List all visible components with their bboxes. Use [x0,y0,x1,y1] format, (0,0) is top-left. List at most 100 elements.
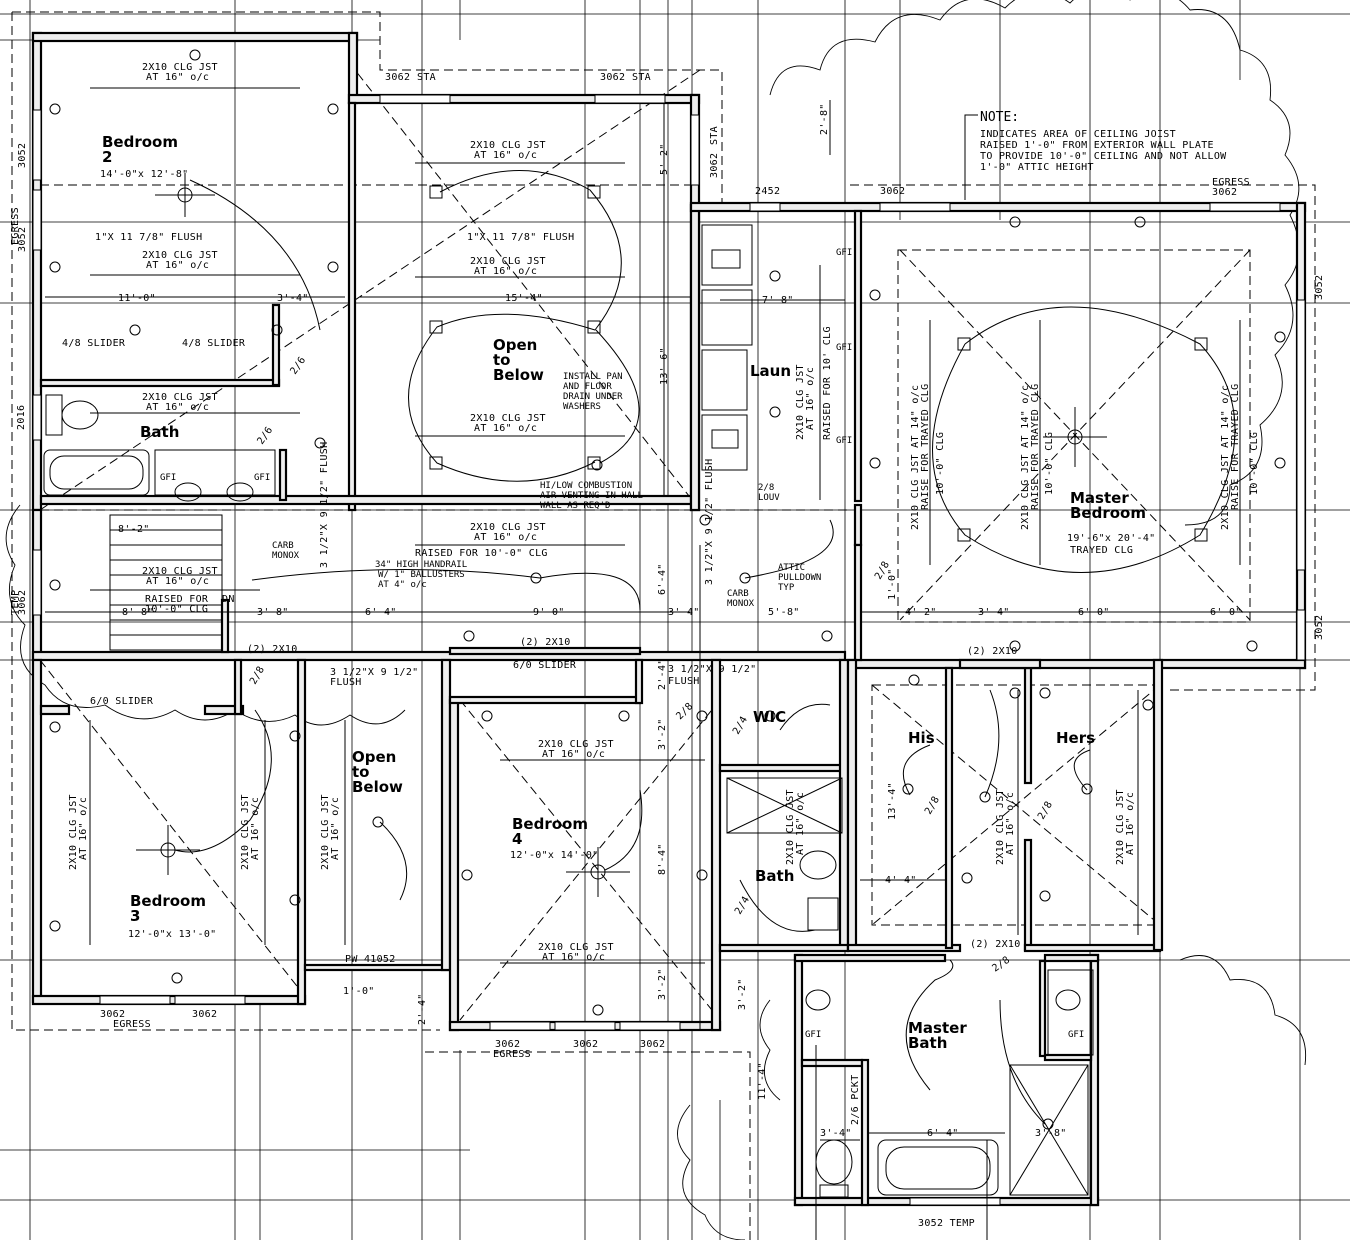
header-label: (2) 2X10 [967,646,1018,657]
joist-label: 2X10 CLG JST [68,794,79,870]
svg-text:3'-2": 3'-2" [737,978,748,1010]
raised-ceiling-label: RAISED FOR 10'-0" CLG [415,548,548,559]
joist-label: 2X10 CLG JST [470,522,546,533]
beam-label: 3 1/2"X 9 1/2" FLUSH [704,459,715,585]
svg-text:6'-0": 6'-0" [1078,607,1110,618]
window-size: 3052 [17,227,28,252]
raised-ceiling-label: RAISED FOR 10' CLG [822,326,833,440]
beam-label: 1"X 11 7/8" FLUSH [467,232,574,243]
attic-pulldown-label: PULLDOWN [778,573,821,583]
co-detector-label: CARB [272,541,294,551]
joist-spacing: AT 16" o/c [1005,792,1016,855]
window-size: 3062 [192,1009,217,1020]
room-master-bedroom-ceiling: TRAYED CLG [1070,545,1133,556]
svg-text:13'-4": 13'-4" [887,782,898,820]
svg-text:3'-4": 3'-4" [277,293,309,304]
room-bedroom2-size: 14'-0"x 12'-8" [100,169,189,180]
svg-text:3'-4": 3'-4" [978,607,1010,618]
door-tag: 2/8 [248,665,267,687]
svg-text:3'-4": 3'-4" [668,607,700,618]
install-pan-note: AND FLOOR [563,382,612,392]
fan-icon [1043,407,1107,467]
install-pan-note: INSTALL PAN [563,372,623,382]
svg-text:8'-8": 8'-8" [122,607,154,618]
window-size: 3062 [880,186,905,197]
joist-spacing: AT 16" o/c [146,260,209,271]
svg-text:7'-8": 7'-8" [762,295,794,306]
svg-text:4'-2": 4'-2" [905,607,937,618]
svg-text:2'-4": 2'-4" [657,658,668,690]
svg-text:1'-0": 1'-0" [887,568,898,600]
joist-spacing: AT 16" o/c [474,150,537,161]
beam-label: 1"X 11 7/8" FLUSH [95,232,202,243]
joist-label: 2X10 CLG JST [142,62,218,73]
svg-text:6'-4": 6'-4" [365,607,397,618]
svg-text:3'-4": 3'-4" [820,1128,852,1139]
svg-text:4'-4": 4'-4" [885,875,917,886]
co-detector-label: MONOX [272,551,300,561]
door-tag: 2/8 [990,955,1012,975]
door-slider-label: 6/0 SLIDER [513,660,577,671]
joist-spacing: AT 16" o/c [795,792,806,855]
raised-ceiling-label: RAISE FOR TRAYED CLG [920,384,931,510]
beam-label: FLUSH [668,676,700,687]
light-fixtures [49,49,1286,1130]
vertical-labels: 2X10 CLG JST AT 16" o/c RAISED FOR 10' C… [10,207,1260,1125]
svg-text:5'-8": 5'-8" [768,607,800,618]
joist-label: 2X10 CLG JST [470,140,546,151]
door-tag: 2/8 [1036,800,1055,822]
note-line-1: INDICATES AREA OF CEILING JOIST [980,129,1176,140]
co-detector-label: MONOX [727,599,755,609]
joist-label: 2X10 CLG JST [785,789,796,865]
joist-spacing: AT 16" o/c [330,797,341,860]
door-slider-label: 4/8 SLIDER [62,338,126,349]
joist-spacing: AT 16" o/c [78,797,89,860]
note-line-2: RAISED 1'-0" FROM EXTERIOR WALL PLATE [980,140,1214,151]
door-tag: 2/6 [288,355,308,377]
ceiling-height-label: 10'-0" CLG [935,432,946,495]
window-size: 3052 [1314,275,1325,300]
combustion-note: HI/LOW COMBUSTION [540,481,632,491]
svg-text:8'-2": 8'-2" [118,524,150,535]
raised-ceiling-label: 10'-0" CLG [145,604,208,615]
raised-ceiling-label: RAISE FOR TRAYED CLG [1230,384,1241,510]
joist-label: 2X10 CLG JST [1115,789,1126,865]
joist-spacing: AT 16" o/c [146,576,209,587]
ceiling-height-label: 10'-0" CLG [1249,432,1260,495]
joist-spacing: AT 16" o/c [474,423,537,434]
joist-spacing: AT 16" o/c [805,367,816,430]
door-slider-label: 4/8 SLIDER [182,338,246,349]
install-pan-note: DRAIN UNDER [563,392,623,402]
beam-label: 3 1/2"X 9 1/2" [330,667,419,678]
note-title: NOTE: [980,110,1019,125]
window-size: 3062 [495,1039,520,1050]
attic-pulldown-label: ATTIC [778,563,805,573]
joist-label: 2X10 CLG JST [320,794,331,870]
ceiling-height-label: 10'-0" CLG [1044,432,1055,495]
svg-text:3'-8": 3'-8" [257,607,289,618]
gfi-label: GFI [836,436,852,446]
raised-ceiling-label: RAISE FOR TRAYED CLG [1030,384,1041,510]
svg-text:2'-4": 2'-4" [417,993,428,1025]
beam-label: 3 1/2"X 9 1/2" FLUSH [319,442,330,568]
louver-label: 2/8 [758,483,774,493]
egress-label: EGRESS [493,1049,531,1060]
joist-label: 2X10 CLG JST [470,256,546,267]
joist-label: 2X10 CLG JST [795,364,806,440]
window-size: 3062 [1212,187,1237,198]
install-pan-note: WASHERS [563,402,601,412]
joist-label: 2X10 CLG JST [470,413,546,424]
room-bedroom3-size: 12'-0"x 13'-0" [128,929,217,940]
co-detector-label: CARB [727,589,749,599]
beam-label: FLUSH [330,677,362,688]
dimensions: 11'-0" 3'-4" 15'-4" 7'-8" 8'-2" 8'-8" 3'… [118,103,1241,1139]
room-laundry-label: Laun [750,362,791,380]
window-size: 3062 [100,1009,125,1020]
note-line-3: TO PROVIDE 10'-0" CEILING AND NOT ALLOW [980,151,1227,162]
wall-light-icon [49,49,1286,1130]
egress-label: EGRESS [113,1019,151,1030]
window-sta: STA [709,126,720,145]
